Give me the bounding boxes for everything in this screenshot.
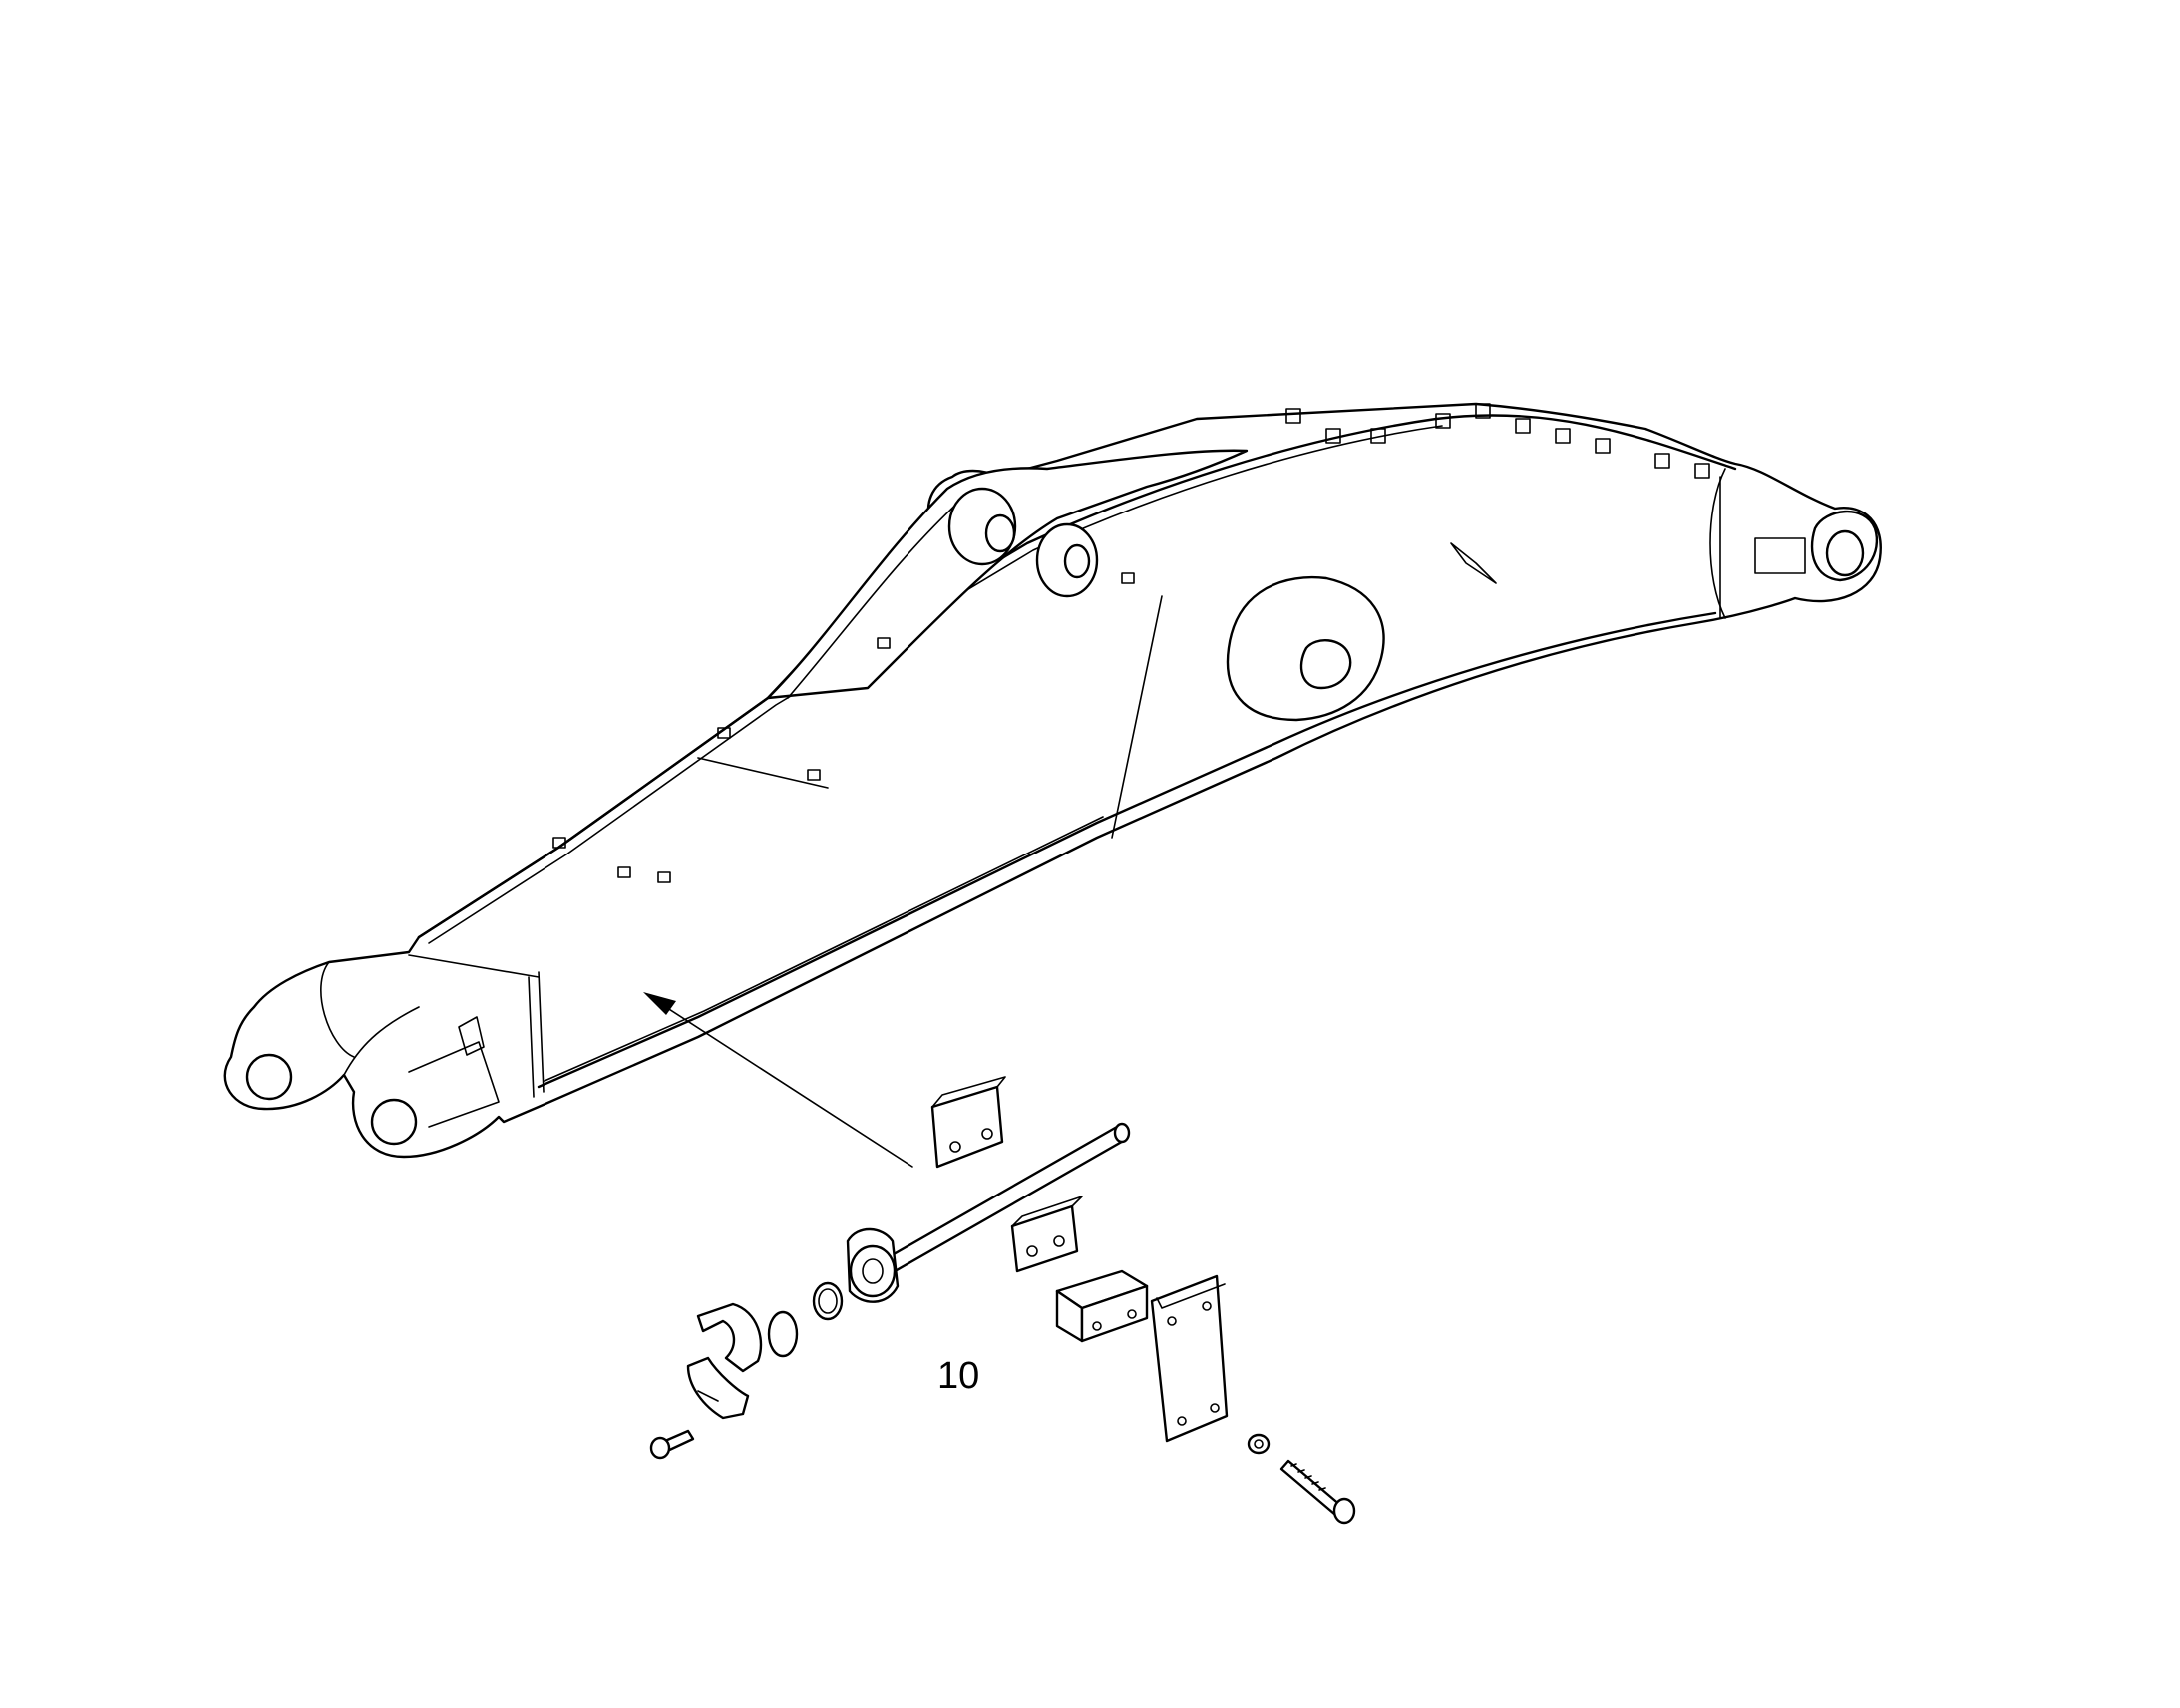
- side-boss: [1226, 576, 1385, 722]
- cap-screw-small: [649, 1429, 695, 1460]
- cylinder-lug-bracket: [947, 487, 1099, 598]
- split-clamp-lower: [686, 1356, 750, 1420]
- top-studs: [552, 403, 1710, 883]
- split-clamp-upper: [696, 1302, 763, 1373]
- exploded-parts: [649, 1076, 1356, 1525]
- excavator-boom: [223, 402, 1882, 1159]
- clip-plate-lower: [1010, 1196, 1083, 1273]
- clip-plate-upper: [930, 1076, 1006, 1169]
- o-ring: [812, 1281, 844, 1321]
- bushing: [767, 1310, 799, 1358]
- cover-plate: [1150, 1274, 1229, 1443]
- leader-arrow: [643, 992, 913, 1168]
- boom-tip-forks: [245, 961, 500, 1146]
- flange-hub: [846, 1227, 900, 1303]
- washer: [1247, 1433, 1271, 1455]
- rubber-block: [1055, 1269, 1149, 1343]
- callout-number: 10: [937, 1355, 979, 1397]
- boom-foot-pivot: [1709, 468, 1879, 619]
- cap-screw-long: [1279, 1459, 1356, 1525]
- rod: [871, 1122, 1131, 1280]
